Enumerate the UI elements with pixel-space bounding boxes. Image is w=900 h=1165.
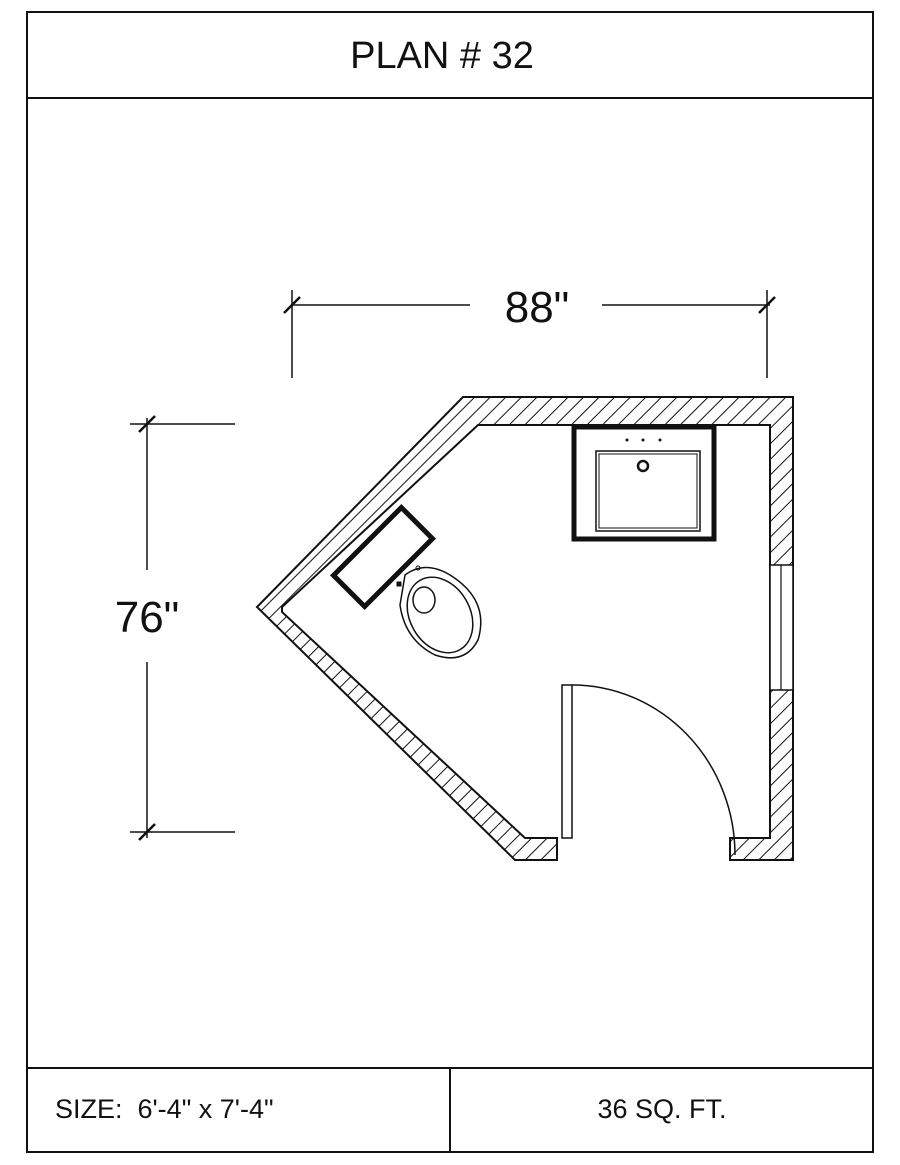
window: [769, 564, 794, 691]
area-label: 36 SQ. FT.: [597, 1094, 726, 1124]
width-dimension: [283, 290, 776, 378]
toilet-tank: [329, 503, 437, 611]
sheet-frame: [26, 11, 874, 1153]
depth-label: 76": [115, 593, 180, 642]
door: [561, 684, 736, 856]
toilet: [329, 503, 482, 659]
width-label: 88": [505, 283, 570, 332]
sink: [571, 424, 717, 542]
size-label: SIZE: 6'-4" x 7'-4": [55, 1094, 274, 1124]
depth-dimension: [130, 415, 235, 841]
plan-title: PLAN # 32: [350, 35, 534, 77]
